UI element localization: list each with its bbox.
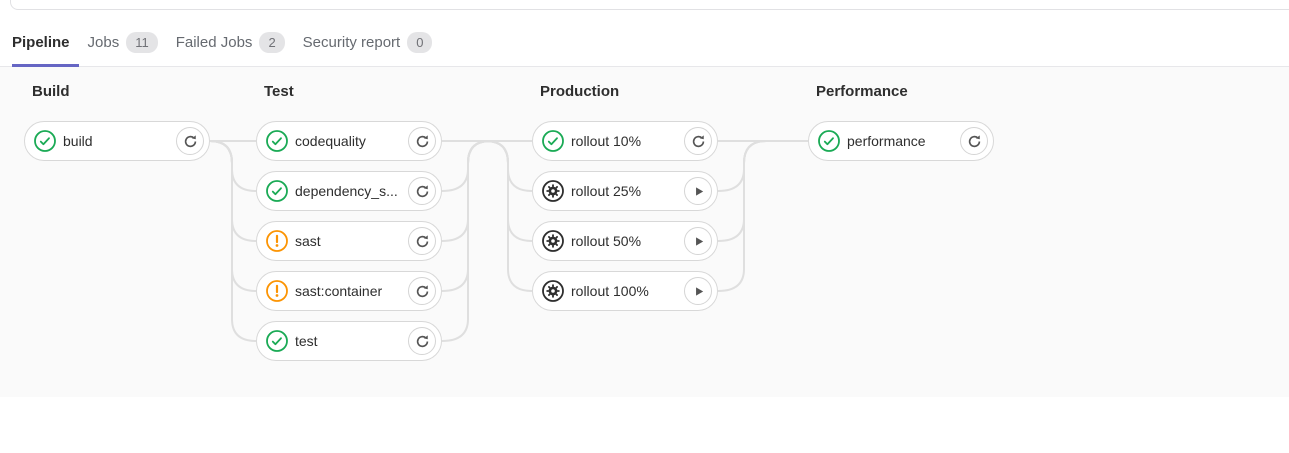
status-manual-icon xyxy=(542,230,564,252)
pipeline-tabs: Pipeline Jobs 11 Failed Jobs 2 Security … xyxy=(0,8,1289,67)
tab-badge: 2 xyxy=(259,31,285,53)
tab-label: Security report xyxy=(302,33,401,51)
stage-column: Production rollout 10% rollout 25% rollo… xyxy=(532,67,718,397)
tab-badge: 0 xyxy=(407,31,433,53)
retry-icon xyxy=(183,134,198,149)
play-button[interactable] xyxy=(684,177,712,205)
job-pill[interactable]: rollout 10% xyxy=(532,121,718,161)
stage-title: Production xyxy=(540,83,620,100)
play-icon xyxy=(691,234,706,249)
job-pill[interactable]: sast:container xyxy=(256,271,442,311)
retry-button[interactable] xyxy=(408,127,436,155)
pipeline-connectors xyxy=(209,140,808,342)
play-button[interactable] xyxy=(684,277,712,305)
job-pill[interactable]: performance xyxy=(808,121,994,161)
retry-icon xyxy=(415,234,430,249)
status-warning-icon xyxy=(266,230,288,252)
stage-title: Test xyxy=(264,83,294,100)
retry-icon xyxy=(415,284,430,299)
job-pill[interactable]: rollout 50% xyxy=(532,221,718,261)
tab-label: Pipeline xyxy=(12,33,70,51)
tab-badge: 11 xyxy=(126,31,158,53)
status-success-icon xyxy=(266,130,288,152)
stage-title: Performance xyxy=(816,83,908,100)
job-pill[interactable]: rollout 25% xyxy=(532,171,718,211)
retry-button[interactable] xyxy=(684,127,712,155)
tab-security-report[interactable]: Security report 0 xyxy=(294,18,442,66)
stage-column: Build build xyxy=(24,67,210,397)
status-success-icon xyxy=(266,330,288,352)
retry-icon xyxy=(415,134,430,149)
retry-button[interactable] xyxy=(960,127,988,155)
retry-button[interactable] xyxy=(408,177,436,205)
job-label: rollout 25% xyxy=(571,183,642,199)
retry-button[interactable] xyxy=(408,227,436,255)
job-label: sast:container xyxy=(295,283,383,299)
status-success-icon xyxy=(266,180,288,202)
retry-icon xyxy=(415,334,430,349)
job-pill[interactable]: sast xyxy=(256,221,442,261)
tab-label: Jobs xyxy=(87,33,120,51)
job-label: codequality xyxy=(295,133,366,149)
status-success-icon xyxy=(818,130,840,152)
job-label: test xyxy=(295,333,318,349)
retry-button[interactable] xyxy=(176,127,204,155)
job-pill[interactable]: dependency_s... xyxy=(256,171,442,211)
status-success-icon xyxy=(34,130,56,152)
pipeline-graph: Build build Test codequality dependency_… xyxy=(0,67,1289,397)
tab-jobs[interactable]: Jobs 11 xyxy=(79,18,167,66)
retry-icon xyxy=(691,134,706,149)
stage-title: Build xyxy=(32,83,70,100)
top-panel-bottom-edge xyxy=(10,0,1289,10)
tab-label: Failed Jobs xyxy=(175,33,253,51)
retry-button[interactable] xyxy=(408,327,436,355)
retry-icon xyxy=(415,184,430,199)
status-success-icon xyxy=(542,130,564,152)
job-pill[interactable]: rollout 100% xyxy=(532,271,718,311)
job-label: sast xyxy=(295,233,321,249)
job-label: dependency_s... xyxy=(295,183,398,199)
play-button[interactable] xyxy=(684,227,712,255)
job-label: rollout 50% xyxy=(571,233,642,249)
job-pill[interactable]: codequality xyxy=(256,121,442,161)
job-label: rollout 100% xyxy=(571,283,649,299)
stage-column: Test codequality dependency_s... sast sa… xyxy=(256,67,442,397)
play-icon xyxy=(691,184,706,199)
job-label: build xyxy=(63,133,93,149)
status-warning-icon xyxy=(266,280,288,302)
job-label: performance xyxy=(847,133,926,149)
stage-column: Performance performance xyxy=(808,67,994,397)
job-pill[interactable]: test xyxy=(256,321,442,361)
stage-columns: Build build Test codequality dependency_… xyxy=(0,67,1289,397)
tab-pipeline[interactable]: Pipeline xyxy=(12,18,79,67)
status-manual-icon xyxy=(542,180,564,202)
status-manual-icon xyxy=(542,280,564,302)
job-label: rollout 10% xyxy=(571,133,642,149)
tab-failed-jobs[interactable]: Failed Jobs 2 xyxy=(167,18,294,66)
retry-icon xyxy=(967,134,982,149)
retry-button[interactable] xyxy=(408,277,436,305)
play-icon xyxy=(691,284,706,299)
job-pill[interactable]: build xyxy=(24,121,210,161)
